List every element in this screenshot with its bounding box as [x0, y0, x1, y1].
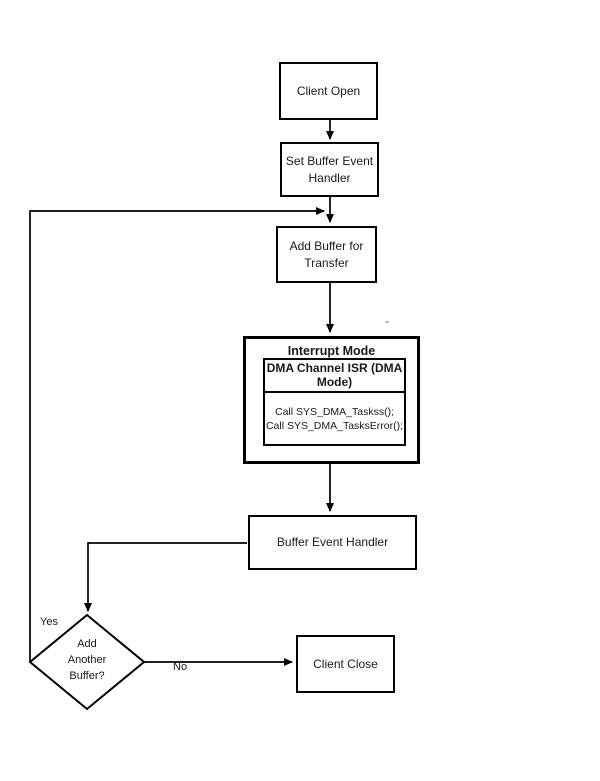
decision-label-line: Add — [77, 638, 97, 650]
node-client-open-label: Client Open — [296, 83, 361, 98]
isr-call-line: Call SYS_DMA_Taskss(); — [274, 406, 395, 418]
node-buffer-event-handler: Buffer Event Handler — [248, 515, 417, 570]
decision-label: Add Another Buffer? — [47, 636, 127, 684]
node-client-open: Client Open — [279, 62, 378, 120]
node-interrupt-mode: Interrupt Mode DMA Channel ISR (DMA Mode… — [243, 336, 420, 464]
node-set-buffer-event-handler: Set Buffer Event Handler — [280, 142, 379, 197]
node-set-buffer-event-handler-label: Set Buffer Event Handler — [285, 153, 374, 185]
isr-call-line: Call SYS_DMA_TasksError(); — [265, 420, 404, 432]
decision-diamond — [28, 613, 146, 711]
node-add-buffer-for-transfer: Add Buffer for Transfer — [276, 226, 377, 283]
dma-channel-isr-header: DMA Channel ISR (DMA Mode) — [265, 360, 404, 393]
node-client-close: Client Close — [296, 635, 395, 693]
decision-label-line: Another — [67, 654, 107, 666]
edge-buffer-handler-to-decision — [84, 542, 247, 612]
node-client-close-label: Client Close — [313, 656, 378, 671]
stray-mark — [385, 321, 389, 323]
node-add-buffer-for-transfer-label: Add Buffer for Transfer — [289, 238, 364, 270]
node-buffer-event-handler-label: Buffer Event Handler — [276, 535, 389, 549]
yes-branch-label: Yes — [40, 616, 58, 628]
edge-yes-loop-to-add-buffer — [29, 207, 325, 661]
decision-label-line: Buffer? — [69, 670, 105, 682]
no-branch-label: No — [173, 661, 188, 673]
interrupt-mode-title: Interrupt Mode — [287, 344, 376, 358]
dma-channel-isr-body: Call SYS_DMA_Taskss(); Call SYS_DMA_Task… — [265, 393, 404, 445]
dma-channel-isr-box: DMA Channel ISR (DMA Mode) Call SYS_DMA_… — [263, 358, 406, 446]
